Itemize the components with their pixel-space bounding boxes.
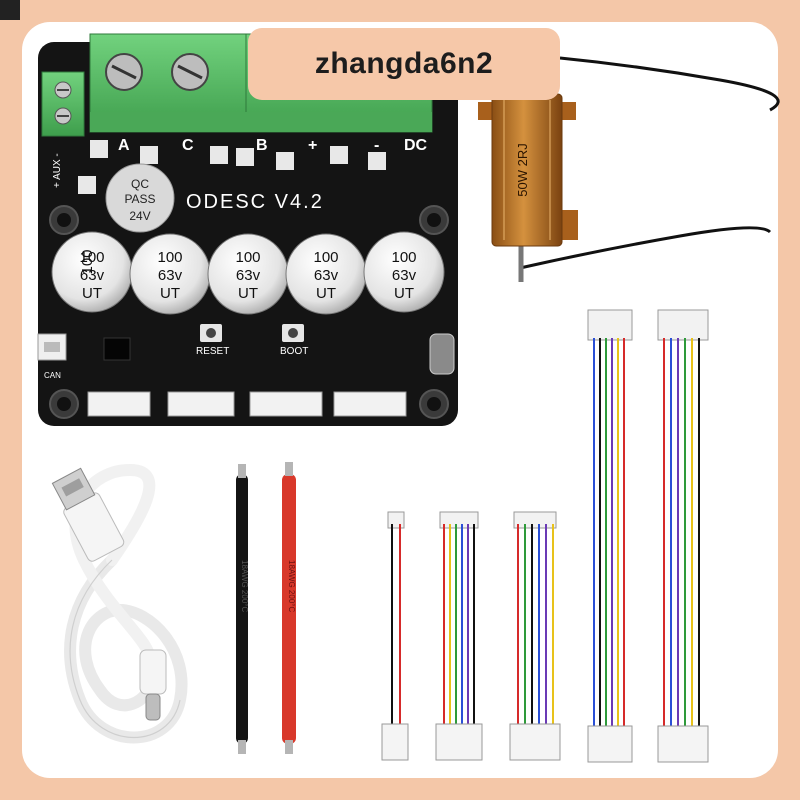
black-wire: [236, 474, 248, 744]
cap-label-100: 100: [313, 249, 338, 266]
chip: [103, 337, 131, 361]
badge-qc: QC: [131, 177, 149, 191]
terminal-label-minus: -: [374, 137, 379, 154]
qc-pass-badge: QC PASS 24V: [105, 163, 175, 233]
usb-c-plug: [139, 649, 167, 695]
cap-label-ut: UT: [238, 285, 258, 302]
cap-label-ut: UT: [82, 285, 102, 302]
can-label: CAN: [44, 371, 61, 380]
cap-label-ut: UT: [316, 285, 336, 302]
terminal-label-a: A: [118, 137, 130, 154]
jst-cables: [381, 309, 709, 763]
cap-label-100: 100: [79, 249, 104, 266]
wire-label-red: 18AWG 200°C: [287, 560, 296, 612]
odesc-board: A C B + - DC + AUX - QC PASS 24V ODESC V…: [0, 0, 458, 426]
jst-cable-6pin: [435, 511, 483, 761]
cap-label-ut: UT: [160, 285, 180, 302]
svg-text:100: 100: [79, 249, 96, 274]
jst-cable-2pin: [381, 511, 409, 761]
usb-c-port: [429, 333, 455, 375]
cap-label-63v: 63v: [80, 267, 105, 284]
silicone-wires: 18AWG 200°C 18AWG 200°C: [236, 462, 296, 754]
aux-label: + AUX -: [52, 153, 63, 188]
capacitor: [363, 231, 445, 313]
badge-voltage: 24V: [129, 209, 150, 223]
cap-label-100: 100: [157, 249, 182, 266]
cap-label-63v: 63v: [158, 267, 183, 284]
cap-label-ut: UT: [394, 285, 414, 302]
red-wire: [282, 474, 296, 744]
solder-pads: [0, 0, 20, 20]
capacitor: 100: [51, 231, 133, 313]
board-title: ODESC V4.2: [186, 191, 324, 213]
terminal-label-dc: DC: [404, 137, 428, 154]
watermark-banner: zhangda6n2: [248, 28, 560, 100]
cap-label-63v: 63v: [314, 267, 339, 284]
cap-label-63v: 63v: [236, 267, 261, 284]
cap-label-100: 100: [391, 249, 416, 266]
terminal-label-b: B: [256, 137, 268, 154]
jst-cable-6pin: [509, 511, 561, 761]
power-resistor: 50W 2RJ: [478, 56, 780, 282]
aux-terminal: [41, 71, 85, 137]
terminal-label-plus: +: [308, 137, 317, 154]
reset-button: [200, 324, 222, 342]
jst-cable-long: [587, 309, 633, 763]
boot-button: [282, 324, 304, 342]
can-connector: [37, 333, 67, 361]
wire-label-black: 18AWG 200°C: [240, 560, 249, 612]
reset-label: RESET: [196, 346, 229, 357]
cap-label-63v: 63v: [392, 267, 417, 284]
boot-label: BOOT: [280, 346, 308, 357]
cap-label-100: 100: [235, 249, 260, 266]
terminal-label-c: C: [182, 137, 194, 154]
resistor-label: 50W 2RJ: [515, 143, 530, 196]
watermark-text: zhangda6n2: [314, 47, 494, 80]
usb-cable: [51, 463, 188, 744]
badge-pass: PASS: [124, 192, 155, 206]
jst-connectors: [87, 391, 407, 417]
capacitors: 100: [51, 231, 445, 315]
jst-cable-long: [657, 309, 709, 763]
